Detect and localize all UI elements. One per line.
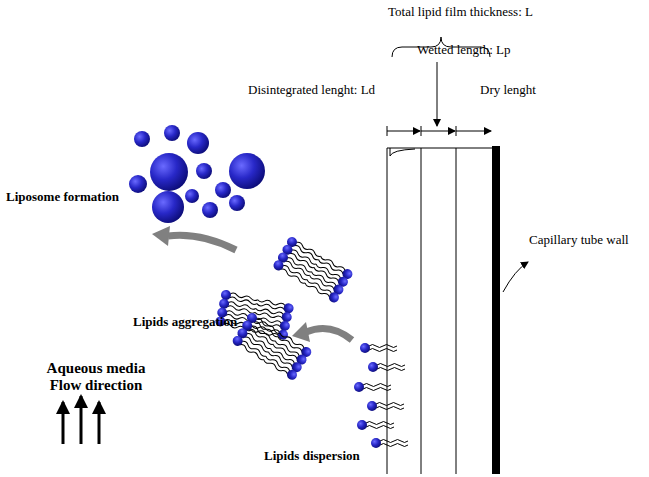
flow-label: Aqueous media Flow direction [32,360,160,395]
liposome-spheres [129,125,265,223]
part-label: Capillary tube wall [529,233,629,248]
process-label: Lipids aggregation [133,315,237,330]
dimension-label: Dry lenght [480,83,536,98]
process-label: Lipids dispersion [264,449,360,464]
dimension-label: Wetted length: Lp [417,43,511,58]
lipid-film [387,146,500,474]
lipid-aggregates [214,235,354,382]
dispersed-lipids [354,343,408,448]
process-label: Liposome formation [6,190,119,205]
flow-arrows [63,396,99,444]
length-arrows [387,62,491,136]
leader-arrow [503,262,528,292]
dimension-label: Total lipid film thickness: L [388,5,533,20]
dimension-label: Disintegrated lenght: Ld [248,83,375,98]
